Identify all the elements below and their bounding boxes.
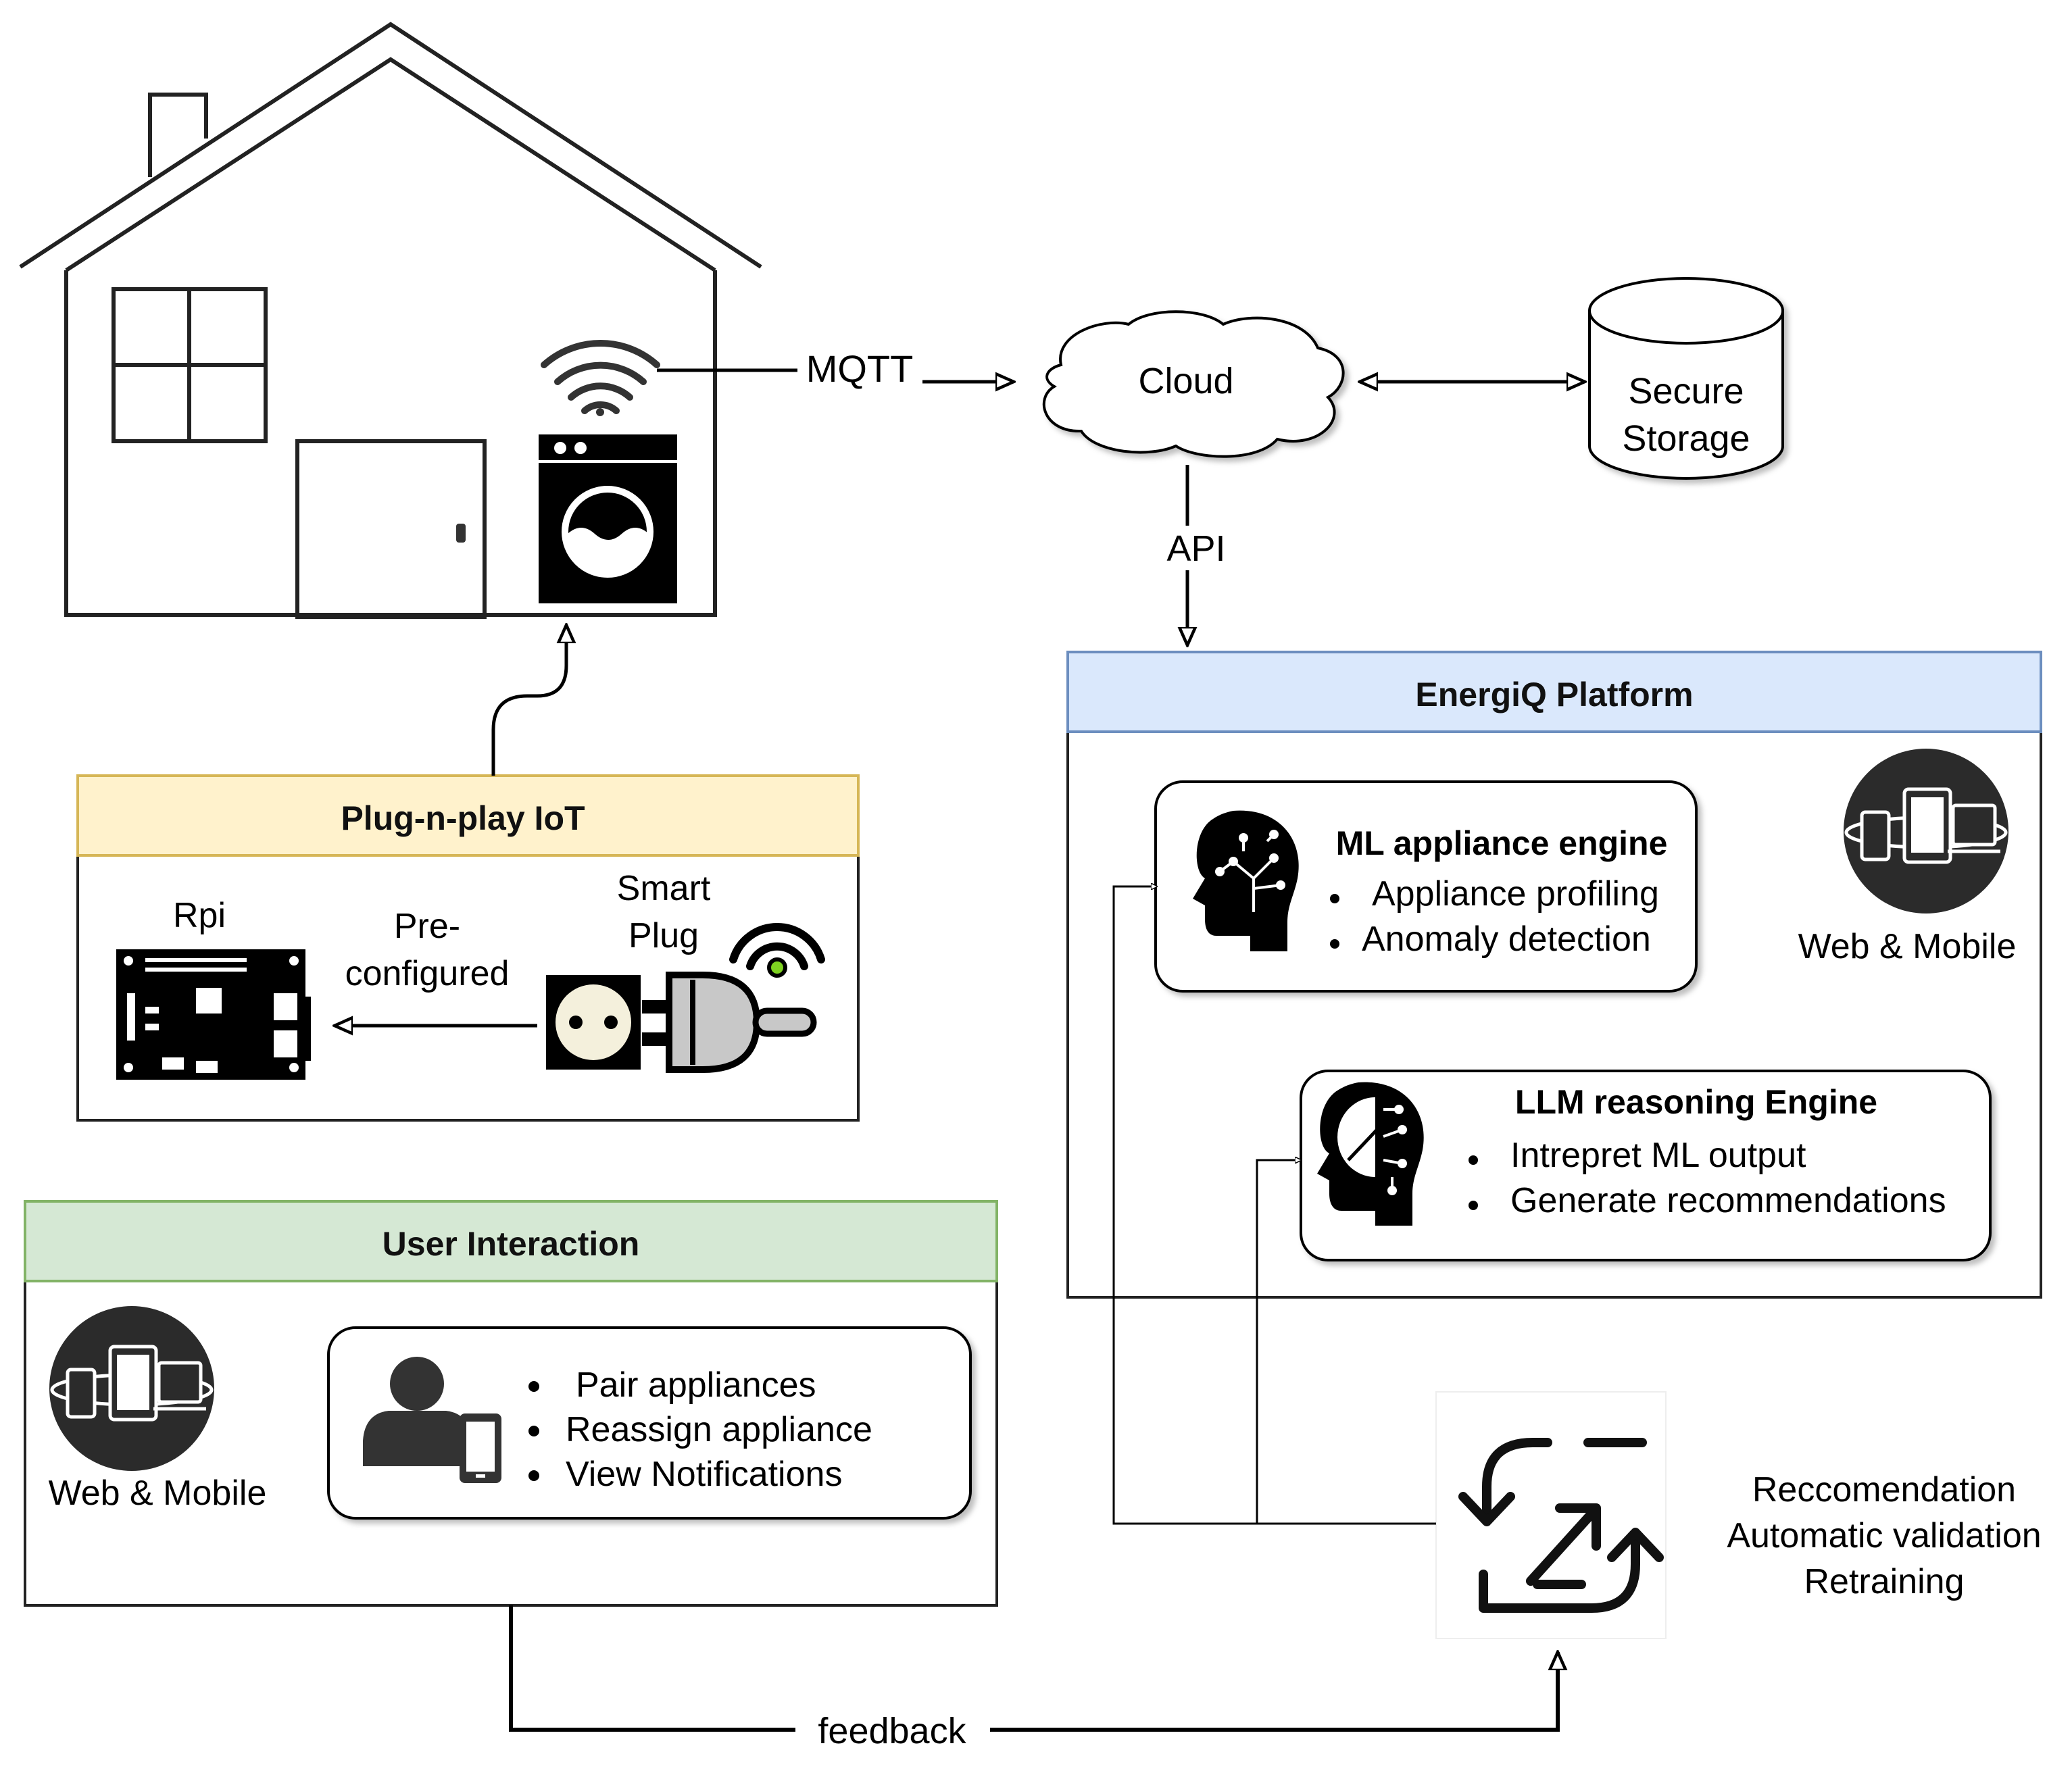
- house-roof-inner: [65, 57, 716, 272]
- iot-to-house-connection: [491, 625, 566, 776]
- list-item: Pair appliances: [576, 1366, 816, 1405]
- ml-engine-title: ML appliance engine: [1336, 824, 1668, 862]
- user-actions-list: Pair appliances Reassign appliance View …: [528, 1366, 872, 1494]
- llm-engine-title: LLM reasoning Engine: [1515, 1083, 1877, 1121]
- cloud-label: Cloud: [1138, 361, 1233, 401]
- house: [19, 22, 762, 619]
- storage-label-line1: Secure: [1628, 371, 1744, 411]
- devices-icon: [1844, 749, 2008, 913]
- iot-panel-header: [76, 774, 860, 857]
- api-label: API: [1166, 528, 1225, 569]
- wifi-icon: [541, 340, 660, 416]
- user-panel-title: User Interaction: [383, 1225, 640, 1263]
- user-panel-header: [24, 1200, 998, 1282]
- list-item: View Notifications: [566, 1455, 842, 1494]
- brain-circuit-icon: [1193, 810, 1299, 951]
- devices-icon: [49, 1306, 214, 1471]
- raspberry-pi-icon: [116, 949, 311, 1080]
- feedback-label: feedback: [818, 1711, 966, 1751]
- secure-storage: [1588, 277, 1784, 480]
- llm-engine-box: [1300, 1070, 1992, 1261]
- brain-gauge-icon: [1317, 1082, 1424, 1226]
- user-phone-icon: [363, 1357, 501, 1483]
- smart-plug-label-line2: Plug: [628, 916, 699, 955]
- house-roof-outer: [19, 22, 762, 269]
- loop-to-llm-connection: [1256, 1160, 1301, 1524]
- list-item: Generate recommendations: [1510, 1181, 1946, 1220]
- retraining-icon-frame: [1435, 1391, 1667, 1639]
- list-item: Reassign appliance: [566, 1410, 872, 1449]
- feedback-connection: feedback: [509, 1605, 1558, 1755]
- list-item: Intrepret ML output: [1510, 1136, 1806, 1175]
- preconfigured-label-line2: configured: [345, 954, 510, 993]
- iot-panel-title: Plug-n-play IoT: [341, 799, 585, 837]
- loop-to-ml-connection: [1112, 886, 1436, 1525]
- platform-web-mobile-label: Web & Mobile: [1798, 927, 2017, 966]
- smart-plug-label-line1: Smart: [617, 869, 711, 908]
- mqtt-label: MQTT: [806, 347, 914, 390]
- house-door: [295, 439, 487, 619]
- mqtt-connection: MQTT: [657, 346, 1014, 395]
- cloud-node: Cloud: [1042, 310, 1345, 458]
- loop-label-line1: Reccomendation: [1752, 1470, 2016, 1509]
- platform-panel-header: [1066, 651, 2042, 733]
- iot-panel: Plug-n-play IoT: [76, 774, 860, 1122]
- preconfigured-label-line1: Pre-: [394, 907, 460, 946]
- platform-panel-title: EnergiQ Platform: [1415, 676, 1693, 714]
- list-item: Anomaly detection: [1362, 920, 1651, 959]
- wireless-signal-icon: [729, 922, 825, 978]
- smart-plug-icon: [546, 972, 817, 1073]
- loop-label-line3: Retraining: [1804, 1562, 1964, 1601]
- washing-machine-icon: [539, 434, 677, 603]
- chimney: [148, 93, 208, 177]
- storage-label-line2: Storage: [1622, 418, 1750, 459]
- loop-label-line2: Automatic validation: [1727, 1516, 2041, 1555]
- user-web-mobile-label: Web & Mobile: [49, 1474, 267, 1513]
- list-item: Appliance profiling: [1372, 874, 1659, 913]
- retraining-cycle-icon: [1458, 1438, 1664, 1613]
- rpi-label: Rpi: [173, 896, 226, 935]
- api-connection: API: [1164, 465, 1226, 645]
